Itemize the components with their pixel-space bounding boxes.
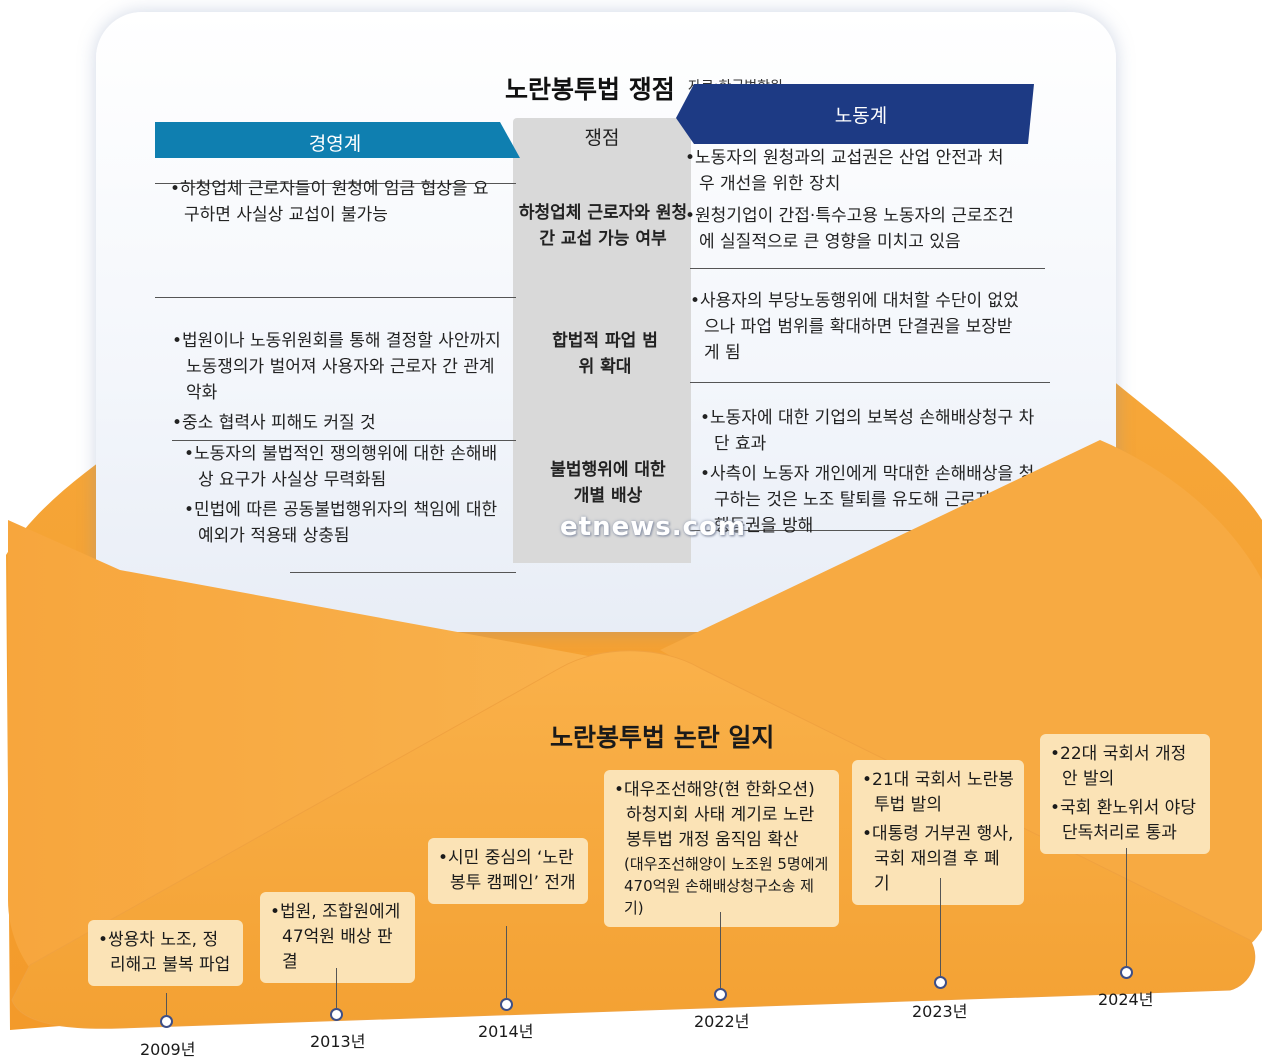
timeline-event-2023: •21대 국회서 노란봉투법 발의 •대통령 거부권 행사, 국회 재의결 후 …: [852, 760, 1024, 905]
row-divider: [690, 268, 1045, 269]
labor-header: 노동계: [834, 104, 888, 127]
timeline-event-2024: •22대 국회서 개정안 발의 •국회 환노위서 야당 단독처리로 통과: [1040, 734, 1210, 854]
labor-cell-row3: •노동자에 대한 기업의 보복성 손해배상청구 차단 효과 •사측이 노동자 개…: [700, 405, 1040, 541]
bullet-item: •사측이 노동자 개인에게 막대한 손해배상을 청구하는 것은 노조 탈퇴를 유…: [700, 464, 1035, 536]
timeline-event-2013: •법원, 조합원에게 47억원 배상 판결: [260, 892, 415, 983]
management-header-bg: [155, 122, 520, 158]
bullet-item: •쌍용차 노조, 정리해고 불복 파업: [98, 930, 231, 975]
timeline-dot: [160, 1015, 173, 1028]
row-divider: [155, 183, 516, 184]
bullet-item: •사용자의 부당노동행위에 대처할 수단이 없었으나 파업 범위를 확대하면 단…: [690, 291, 1019, 363]
management-header: 경영계: [308, 132, 362, 155]
timeline-year-2014: 2014년: [478, 1022, 534, 1041]
labor-header-bg: [676, 84, 1034, 144]
timeline-year-2022: 2022년: [694, 1012, 750, 1031]
card-title: 노란봉투법 쟁점: [505, 75, 675, 104]
bullet-item: •노동자의 불법적인 쟁의행위에 대한 손해배상 요구가 사실상 무력화됨: [184, 444, 498, 490]
timeline-year-2024: 2024년: [1098, 990, 1154, 1009]
bullet-item: •하청업체 근로자들이 원청에 임금 협상을 요구하면 사실상 교섭이 불가능: [170, 179, 489, 225]
timeline-stem: [506, 926, 507, 998]
management-cell-row2: •법원이나 노동위원회를 통해 결정할 사안까지 노동쟁의가 벌어져 사용자와 …: [172, 328, 502, 438]
bullet-item: •민법에 따른 공동불법행위자의 책임에 대한 예외가 적용돼 상충됨: [184, 500, 498, 546]
timeline-title: 노란봉투법 논란 일지: [550, 723, 775, 752]
etnews-watermark: etnews.com: [560, 512, 746, 542]
timeline-year-2013: 2013년: [310, 1032, 366, 1051]
labor-cell-row1: •노동자의 원청과의 교섭권은 산업 안전과 처우 개선을 위한 장치 •원청기…: [685, 145, 1015, 257]
timeline-event-2014: •시민 중심의 ‘노란봉투 캠페인’ 전개: [428, 838, 588, 904]
row-divider: [690, 530, 1056, 531]
bullet-item: •21대 국회서 노란봉투법 발의: [862, 770, 1014, 815]
row-divider: [172, 440, 516, 441]
timeline-year-2009: 2009년: [140, 1040, 196, 1059]
bullet-item: •법원, 조합원에게 47억원 배상 판결: [270, 902, 401, 972]
bullet-item: •22대 국회서 개정안 발의: [1050, 744, 1187, 789]
management-cell-row3: •노동자의 불법적인 쟁의행위에 대한 손해배상 요구가 사실상 무력화됨 •민…: [184, 441, 504, 551]
labor-cell-row2: •사용자의 부당노동행위에 대처할 수단이 없었으나 파업 범위를 확대하면 단…: [690, 288, 1020, 368]
bullet-item: •국회 환노위서 야당 단독처리로 통과: [1050, 798, 1196, 843]
timeline-dot: [500, 998, 513, 1011]
timeline-note: (대우조선해양이 노조원 5명에게 470억원 손해배상청구소송 제기): [624, 855, 829, 917]
issue-cell-row3: 불법행위에 대한 개별 배상: [550, 460, 666, 506]
bullet-item: •노동자에 대한 기업의 보복성 손해배상청구 차단 효과: [700, 408, 1035, 454]
timeline-event-2009: •쌍용차 노조, 정리해고 불복 파업: [88, 920, 243, 986]
issue-cell-row2: 합법적 파업 범위 확대: [552, 331, 658, 377]
row-divider: [290, 572, 516, 573]
bullet-item: •대통령 거부권 행사, 국회 재의결 후 폐기: [862, 824, 1014, 894]
timeline-event-2022: •대우조선해양(현 한화오션) 하청지회 사태 계기로 노란봉투법 개정 움직임…: [604, 770, 839, 927]
bullet-item: •시민 중심의 ‘노란봉투 캠페인’ 전개: [438, 848, 576, 893]
timeline-dot: [1120, 966, 1133, 979]
issue-cell-row1: 하청업체 근로자와 원청 간 교섭 가능 여부: [518, 203, 688, 249]
issue-header: 쟁점: [584, 126, 620, 149]
bullet-item: •원청기업이 간접·특수고용 노동자의 근로조건에 실질적으로 큰 영향을 미치…: [685, 206, 1014, 252]
timeline-dot: [934, 976, 947, 989]
timeline-stem: [940, 878, 941, 976]
bullet-item: •법원이나 노동위원회를 통해 결정할 사안까지 노동쟁의가 벌어져 사용자와 …: [172, 331, 501, 403]
bullet-item: •중소 협력사 피해도 커질 것: [172, 413, 376, 433]
bullet-item: •대우조선해양(현 한화오션) 하청지회 사태 계기로 노란봉투법 개정 움직임…: [614, 780, 815, 850]
timeline-stem: [720, 912, 721, 988]
timeline-dot: [714, 988, 727, 1001]
timeline-year-2023: 2023년: [912, 1002, 968, 1021]
management-cell-row1: •하청업체 근로자들이 원청에 임금 협상을 요구하면 사실상 교섭이 불가능: [170, 176, 500, 230]
timeline-stem: [1126, 848, 1127, 966]
issue-column-bg: [513, 118, 691, 563]
timeline-stem: [336, 968, 337, 1008]
bullet-item: •노동자의 원청과의 교섭권은 산업 안전과 처우 개선을 위한 장치: [685, 148, 1004, 194]
row-divider: [690, 382, 1050, 383]
row-divider: [155, 297, 516, 298]
timeline-stem: [166, 993, 167, 1016]
timeline-dot: [330, 1008, 343, 1021]
